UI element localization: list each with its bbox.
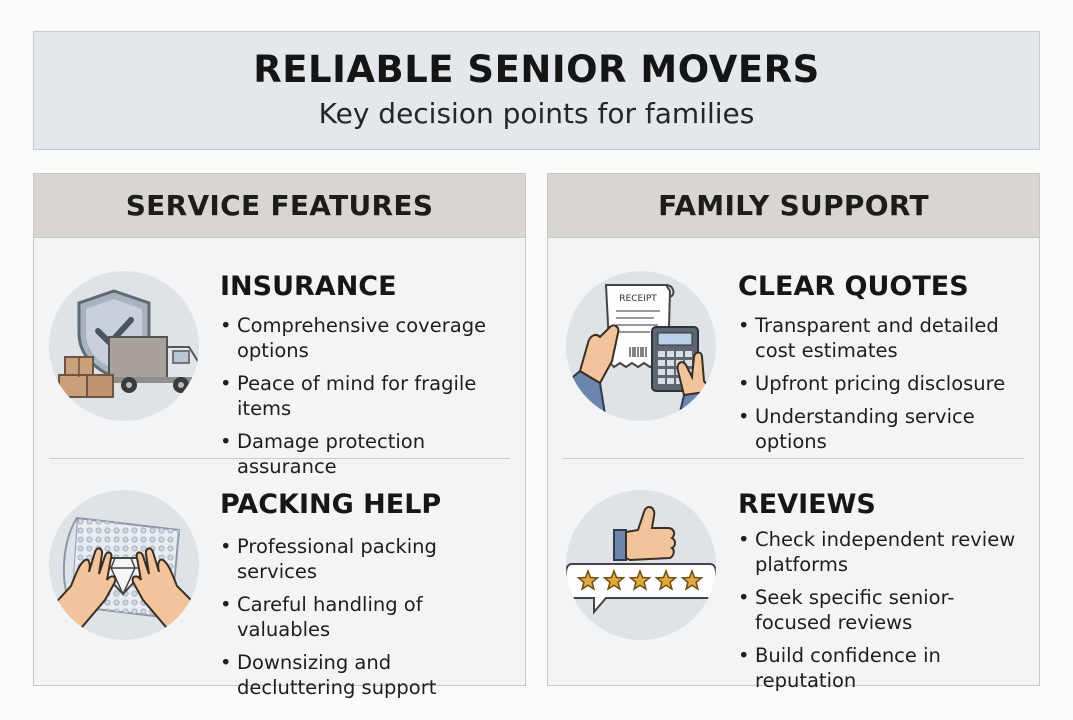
hands-bubble-wrap-icon xyxy=(49,490,199,640)
reviews-title: REVIEWS xyxy=(738,489,876,520)
packing-help-title: PACKING HELP xyxy=(220,489,442,520)
list-item: Check independent review platforms xyxy=(738,527,1028,577)
list-item: Professional packing services xyxy=(220,534,510,584)
receipt-calculator-icon: RECEIPT xyxy=(566,271,716,421)
list-item: Understanding service options xyxy=(738,404,1028,454)
clear-quotes-section: RECEIPT xyxy=(548,238,1039,458)
list-item: Transparent and detailed cost estimates xyxy=(738,313,1028,363)
star-icon xyxy=(654,568,678,591)
family-support-panel: FAMILY SUPPORT RECEIPT xyxy=(547,173,1040,692)
list-item: Comprehensive coverage options xyxy=(220,313,510,363)
panel-heading: SERVICE FEATURES xyxy=(34,174,525,238)
page-title: RELIABLE SENIOR MOVERS xyxy=(253,48,820,91)
star-icon xyxy=(628,568,652,591)
reviews-section: REVIEWS Check independent review platfor… xyxy=(548,459,1039,692)
packing-help-section: PACKING HELP Professional packing servic… xyxy=(34,459,525,699)
star-icon xyxy=(602,568,626,591)
section-divider xyxy=(49,458,510,459)
thumbs-up-stars-icon xyxy=(566,490,716,640)
insurance-section: INSURANCE Comprehensive coverage options… xyxy=(34,238,525,478)
panel-heading: FAMILY SUPPORT xyxy=(548,174,1039,238)
list-item: Upfront pricing disclosure xyxy=(738,371,1028,396)
receipt-label: RECEIPT xyxy=(619,294,657,304)
reviews-bullets: Check independent review platforms Seek … xyxy=(738,527,1028,701)
star-icon xyxy=(680,568,704,591)
insurance-title: INSURANCE xyxy=(220,271,397,302)
star-icon xyxy=(576,568,600,591)
clear-quotes-title: CLEAR QUOTES xyxy=(738,271,969,302)
clear-quotes-bullets: Transparent and detailed cost estimates … xyxy=(738,313,1028,462)
list-item: Damage protection assurance xyxy=(220,429,510,479)
section-divider xyxy=(563,458,1024,459)
header-banner: RELIABLE SENIOR MOVERS Key decision poin… xyxy=(33,31,1040,150)
shield-truck-icon xyxy=(49,271,199,421)
page-subtitle: Key decision points for families xyxy=(318,97,755,130)
list-item: Build confidence in reputation xyxy=(738,643,1028,693)
list-item: Seek specific senior-focused reviews xyxy=(738,585,1028,635)
list-item: Careful handling of valuables xyxy=(220,592,510,642)
list-item: Peace of mind for fragile items xyxy=(220,371,510,421)
list-item: Downsizing and decluttering support xyxy=(220,650,510,700)
insurance-bullets: Comprehensive coverage options Peace of … xyxy=(220,313,510,487)
service-features-panel: SERVICE FEATURES INSU xyxy=(33,173,526,699)
rating-stars xyxy=(576,568,704,591)
packing-help-bullets: Professional packing services Careful ha… xyxy=(220,534,510,708)
